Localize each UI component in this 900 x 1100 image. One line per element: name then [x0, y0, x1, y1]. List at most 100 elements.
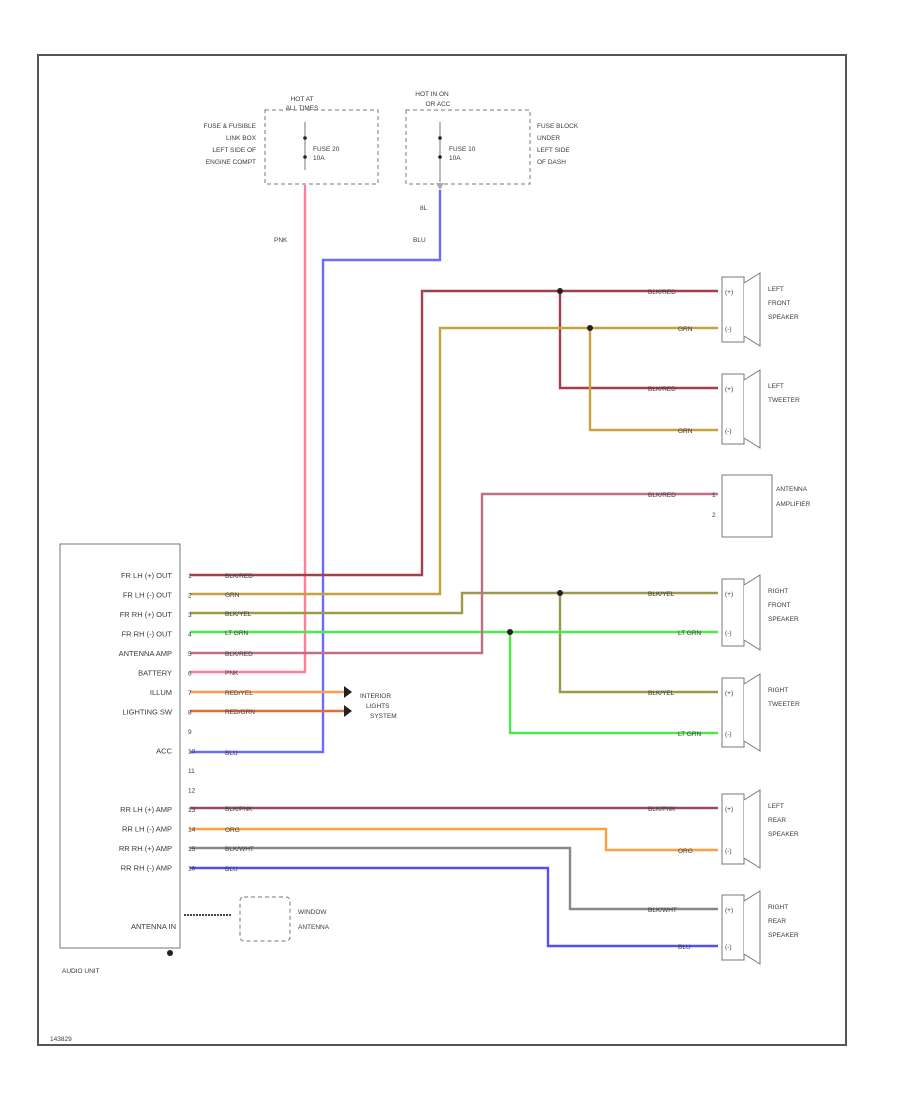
speaker-label-line: SPEAKER	[768, 616, 799, 623]
wire-label-pin14: ORG	[225, 827, 240, 834]
fuse-right-loc-4: OF DASH	[537, 159, 566, 166]
pin-name: FR RH (+) OUT	[120, 610, 173, 619]
wire-label-lfs-minus: GRN	[678, 326, 693, 333]
pin-number: 9	[188, 729, 192, 736]
wire-blk-red-tweeter-l	[558, 291, 718, 390]
pin-name: LIGHTING SW	[122, 708, 173, 717]
speaker-pin-minus: (-)	[725, 630, 732, 637]
wire-label-blu-pin10: BLU	[225, 750, 238, 757]
wire-label-lt-minus: GRN	[678, 428, 693, 435]
wire-label-pin15: BLK/WHT	[225, 846, 254, 853]
speaker-pin-minus: (-)	[725, 944, 732, 951]
wire-label-lt-plus: BLK/RED	[648, 386, 676, 393]
fuse-right-header-2: OR ACC	[426, 101, 451, 108]
svg-text:2: 2	[712, 512, 716, 519]
wire-label-pin1: BLK/RED	[225, 573, 253, 580]
wire-label-pin6: PNK	[225, 670, 239, 677]
wire-label-pin4: LT GRN	[225, 630, 249, 637]
fuse-right-header-1: HOT IN ON	[415, 91, 449, 98]
wire-label-rfs-plus: BLK/YEL	[648, 591, 675, 598]
speaker-label-line: REAR	[768, 817, 786, 824]
antenna-amplifier: 1 2 ANTENNA AMPLIFIER	[712, 474, 811, 538]
speaker-pin-plus: (+)	[725, 690, 733, 697]
antenna-amplifier-box	[721, 474, 773, 538]
fuse-left-header-1: HOT AT	[291, 96, 314, 103]
fuse-right-amps: 10A	[449, 155, 461, 162]
outer-border	[37, 54, 847, 1046]
fuse-left-amps: 10A	[313, 155, 325, 162]
fuse-right-name: FUSE 10	[449, 146, 476, 153]
fuse-left-loc-3: LEFT SIDE OF	[212, 147, 256, 154]
wire-pnk	[190, 185, 307, 674]
speaker-pin-plus: (+)	[725, 289, 733, 296]
pin-name: BATTERY	[138, 669, 172, 678]
fuse-left-loc-4: ENGINE COMPT	[206, 159, 256, 166]
wire-label-rrs-minus: BLU	[678, 944, 691, 951]
wire-blk-red-fr-lh	[190, 289, 718, 577]
window-antenna-2: ANTENNA	[298, 924, 330, 931]
audio-unit-pin-10: ACC 10	[156, 747, 195, 756]
interior-lights-1: INTERIOR	[360, 693, 391, 700]
speaker-pin-minus: (-)	[725, 731, 732, 738]
pin-number: 15	[188, 846, 196, 853]
wire-blk-yel-tweeter-r	[558, 593, 718, 694]
pin-number: 14	[188, 827, 196, 834]
pin-number: 13	[188, 807, 196, 814]
fuse-left-box	[264, 109, 379, 185]
connector-label: 8L	[420, 205, 428, 212]
pin-number: 1	[188, 573, 192, 580]
wire-label-pin8: RED/GRN	[225, 709, 255, 716]
audio-unit-pin-4: FR RH (-) OUT 4	[122, 630, 192, 639]
wire-label-rrs-plus: BLK/WHT	[648, 907, 677, 914]
wire-org	[190, 827, 718, 852]
pin-name: ACC	[156, 747, 172, 756]
wire-label-pin5: BLK/RED	[225, 651, 253, 658]
pin-number: 16	[188, 866, 196, 873]
wire-label-blu: BLU	[413, 237, 426, 244]
pin-name: ANTENNA AMP	[119, 649, 172, 658]
window-antenna-1: WINDOW	[298, 909, 327, 916]
speaker-label-line: TWEETER	[768, 701, 800, 708]
pin-name: ILLUM	[150, 688, 172, 697]
footer-code: 143829	[50, 1036, 72, 1043]
pin-name: FR RH (-) OUT	[122, 630, 173, 639]
wire-blk-wht	[190, 846, 718, 911]
speaker-label-line: RIGHT	[768, 588, 788, 595]
speaker-pin-plus: (+)	[725, 907, 733, 914]
pin-number: 4	[188, 632, 192, 639]
pin-number: 12	[188, 788, 196, 795]
fuse-left-header-2: ALL TIMES	[286, 105, 320, 112]
antenna-in-label: ANTENNA IN	[131, 922, 176, 931]
wire-label-lrs-minus: ORG	[678, 848, 693, 855]
speaker-pin-minus: (-)	[725, 326, 732, 333]
fuse-box-left: HOT AT ALL TIMES FUSE 20 10A FUSE & FUSI…	[204, 96, 379, 185]
pin-name: RR RH (+) AMP	[119, 844, 172, 853]
audio-unit-box	[59, 543, 181, 949]
audio-unit-pin-12: 12	[188, 788, 196, 795]
wire-blu-acc	[190, 190, 442, 754]
speaker-pin-plus: (+)	[725, 386, 733, 393]
wire-label-pnk: PNK	[274, 237, 288, 244]
pin-number: 5	[188, 651, 192, 658]
fuse-left-loc-2: LINK BOX	[226, 135, 257, 142]
wire-label-lrs-plus: BLK/PNK	[648, 806, 676, 813]
audio-unit-pin-11: 11	[188, 768, 195, 775]
speaker-label-line: SPEAKER	[768, 932, 799, 939]
pin-number: 10	[188, 749, 196, 756]
svg-text:1: 1	[712, 492, 716, 499]
